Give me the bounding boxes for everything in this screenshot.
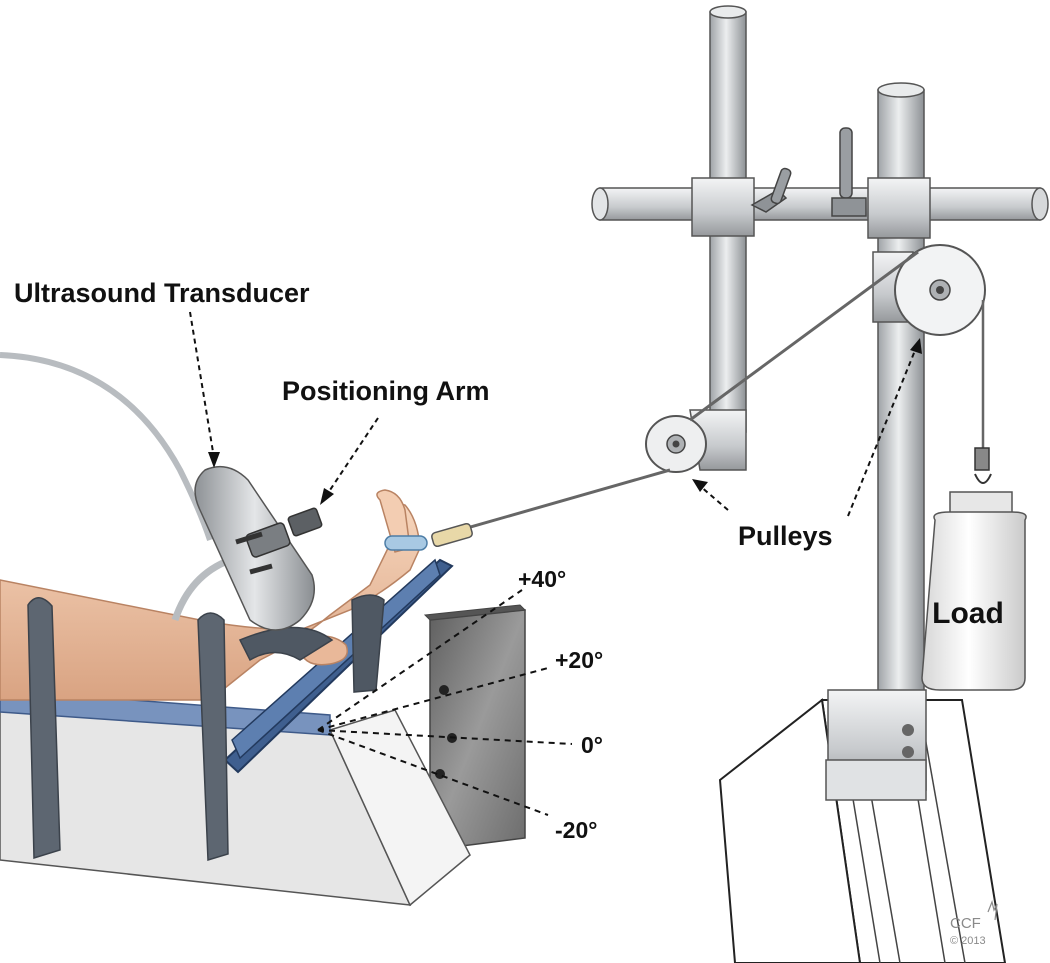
- cable: [431, 250, 985, 548]
- load-weight: Load: [921, 447, 1027, 691]
- ccf-logo-icon: [987, 900, 998, 921]
- credit-line-1: CCF: [950, 915, 981, 932]
- lower-pulley: [645, 409, 747, 473]
- straps: [27, 535, 428, 861]
- positioning-clamp: [235, 507, 323, 575]
- angle-label-zero: 0°: [581, 732, 603, 758]
- credit-line-2: © 2013: [950, 935, 986, 947]
- copyright-credit: CCF © 2013: [950, 900, 998, 947]
- ultrasound-transducer-label: Ultrasound Transducer: [14, 278, 310, 308]
- angle-lines: [317, 589, 573, 816]
- angle-label-minus-20: -20°: [555, 817, 597, 843]
- arm-platform: [0, 689, 471, 907]
- positioning-arm-label: Positioning Arm: [282, 376, 490, 406]
- angle-label-plus-20: +20°: [555, 647, 603, 673]
- pulleys-label: Pulleys: [738, 521, 833, 551]
- crossbar: [591, 127, 1049, 239]
- callout-arrows: [189, 311, 922, 517]
- angle-label-plus-40: +40°: [518, 566, 566, 592]
- upper-pulley: [872, 244, 986, 336]
- angle-labels: +40° +20° 0° -20°: [518, 566, 603, 843]
- load-label: Load: [932, 597, 1004, 630]
- angle-board: [423, 604, 527, 851]
